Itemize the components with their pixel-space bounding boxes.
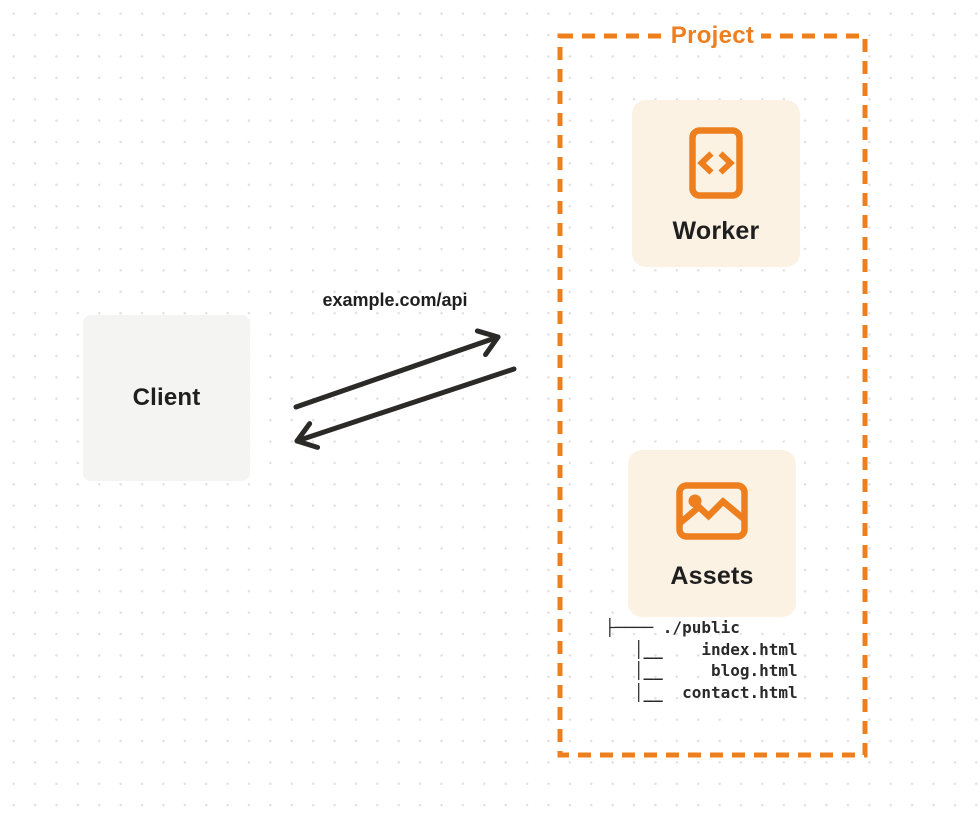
file-tree-line-contact: │__ contact.html [605, 682, 798, 702]
code-document-icon [689, 127, 743, 199]
file-tree-line-public: ├──── ./public [605, 618, 740, 637]
worker-label: Worker [672, 217, 760, 245]
request-arrow [293, 328, 501, 410]
project-label: Project [663, 22, 762, 50]
request-url-label: example.com/api [322, 290, 468, 310]
project-dashed-border [557, 33, 868, 758]
file-tree-line-index: │__ index.html [605, 639, 798, 659]
project-group: Project [560, 22, 865, 50]
response-arrow [294, 366, 517, 450]
image-icon [676, 482, 748, 540]
assets-node: Assets [628, 450, 796, 617]
assets-file-tree: ├──── ./public │__ index.html │__ blog.h… [605, 617, 798, 703]
worker-node: Worker [632, 100, 800, 267]
file-tree-line-blog: │__ blog.html [605, 661, 798, 680]
assets-label: Assets [670, 562, 754, 590]
client-node: Client [83, 315, 250, 481]
client-label: Client [132, 384, 201, 411]
